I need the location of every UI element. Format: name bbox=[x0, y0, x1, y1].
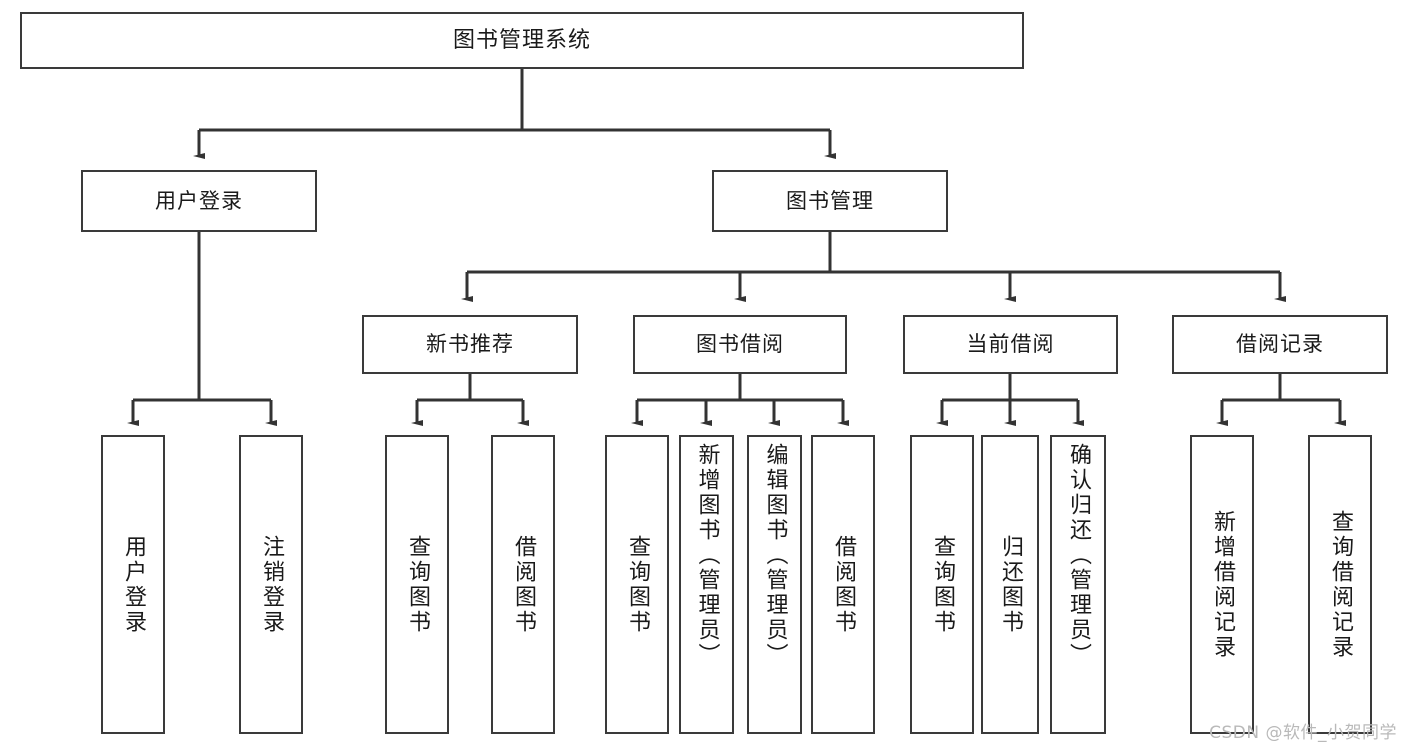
node-leaf-return-book[interactable]: 归还图书 bbox=[981, 435, 1039, 734]
node-label: 新增图书（管理员） bbox=[694, 443, 720, 668]
node-book-management[interactable]: 图书管理 bbox=[712, 170, 948, 232]
node-label: 新书推荐 bbox=[426, 332, 514, 357]
node-label: 借阅图书 bbox=[511, 534, 536, 635]
node-leaf-query-borrow-record[interactable]: 查询借阅记录 bbox=[1308, 435, 1372, 734]
node-leaf-logout-login[interactable]: 注销登录 bbox=[239, 435, 303, 734]
node-label: 查询图书 bbox=[405, 534, 430, 635]
node-leaf-query-book-recommendation[interactable]: 查询图书 bbox=[385, 435, 449, 734]
node-label: 查询图书 bbox=[930, 534, 955, 635]
node-leaf-confirm-return-admin[interactable]: 确认归还（管理员） bbox=[1050, 435, 1106, 734]
node-leaf-user-login[interactable]: 用户登录 bbox=[101, 435, 165, 734]
node-current-borrowing[interactable]: 当前借阅 bbox=[903, 315, 1118, 374]
node-root-book-management-system[interactable]: 图书管理系统 bbox=[20, 12, 1024, 69]
node-label: 查询借阅记录 bbox=[1328, 509, 1353, 660]
node-label: 编辑图书（管理员） bbox=[762, 443, 788, 668]
node-label: 用户登录 bbox=[155, 188, 243, 213]
node-label: 借阅图书 bbox=[831, 534, 856, 635]
node-leaf-add-borrow-record[interactable]: 新增借阅记录 bbox=[1190, 435, 1254, 734]
node-user-login[interactable]: 用户登录 bbox=[81, 170, 317, 232]
node-leaf-query-book-borrowing[interactable]: 查询图书 bbox=[605, 435, 669, 734]
node-label: 图书借阅 bbox=[696, 332, 784, 357]
node-leaf-add-book-admin[interactable]: 新增图书（管理员） bbox=[679, 435, 734, 734]
node-leaf-query-book-current[interactable]: 查询图书 bbox=[910, 435, 974, 734]
node-label: 图书管理系统 bbox=[452, 27, 591, 53]
node-label: 当前借阅 bbox=[966, 332, 1055, 357]
node-label: 查询图书 bbox=[625, 534, 650, 635]
node-label: 新增借阅记录 bbox=[1210, 509, 1235, 660]
node-label: 归还图书 bbox=[998, 534, 1023, 635]
node-leaf-borrow-book-recommendation[interactable]: 借阅图书 bbox=[491, 435, 555, 734]
node-new-book-recommendation[interactable]: 新书推荐 bbox=[362, 315, 578, 374]
node-label: 图书管理 bbox=[786, 188, 874, 213]
node-label: 确认归还（管理员） bbox=[1066, 443, 1091, 668]
node-borrowing-records[interactable]: 借阅记录 bbox=[1172, 315, 1388, 374]
node-book-borrowing[interactable]: 图书借阅 bbox=[633, 315, 847, 374]
node-label: 用户登录 bbox=[121, 534, 146, 635]
node-label: 借阅记录 bbox=[1236, 332, 1324, 357]
node-leaf-borrow-book-borrowing[interactable]: 借阅图书 bbox=[811, 435, 875, 734]
csdn-watermark: CSDN @软件_小贺同学 bbox=[1209, 723, 1397, 743]
node-label: 注销登录 bbox=[259, 534, 284, 635]
node-leaf-edit-book-admin[interactable]: 编辑图书（管理员） bbox=[747, 435, 802, 734]
